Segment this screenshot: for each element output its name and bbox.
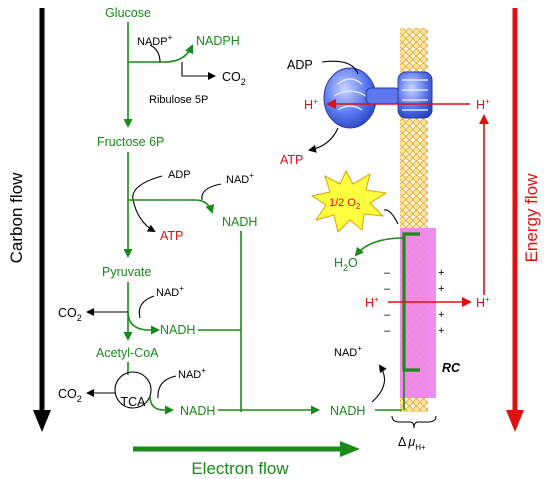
co2-label-1: CO2 bbox=[222, 70, 246, 87]
nadh-label-glycolysis: NADH bbox=[222, 215, 257, 229]
oxygen-burst-icon bbox=[310, 169, 388, 233]
svg-text:+: + bbox=[438, 325, 444, 337]
co2-label-2: CO2 bbox=[58, 306, 82, 323]
glycolysis-nadh-branch bbox=[128, 199, 215, 214]
charge-minus-column: – – – – bbox=[384, 267, 391, 337]
adp-to-atp-curve bbox=[132, 175, 163, 232]
energy-flow-label: Energy flow bbox=[522, 173, 541, 263]
glucose-label: Glucose bbox=[105, 6, 151, 20]
nad-output-curve bbox=[371, 364, 387, 403]
atp-label-glycolysis: ATP bbox=[160, 229, 183, 243]
svg-text:–: – bbox=[384, 309, 391, 321]
water-output-arrow bbox=[354, 237, 405, 257]
h-plus-pump-left: H+ bbox=[365, 295, 379, 310]
nad-label-pyruvate: NAD+ bbox=[156, 284, 184, 299]
electron-flow-arrow bbox=[133, 441, 360, 457]
atp-output-curve bbox=[308, 127, 339, 153]
svg-text:–: – bbox=[384, 267, 391, 279]
carbon-flow-label: Carbon flow bbox=[7, 172, 26, 263]
nadph-label: NADPH bbox=[196, 34, 240, 48]
nadh-label-rc: NADH bbox=[330, 404, 365, 418]
co2-label-3: CO2 bbox=[58, 387, 82, 404]
svg-text:+: + bbox=[438, 309, 444, 321]
svg-text:–: – bbox=[384, 325, 391, 337]
atp-label-synthase: ATP bbox=[280, 153, 303, 167]
adp-input-curve bbox=[321, 60, 359, 75]
tca-nadh-branch bbox=[149, 395, 174, 415]
rc-label: RC bbox=[442, 361, 461, 375]
nad-label-rc: NAD+ bbox=[334, 344, 362, 359]
svg-text:+: + bbox=[438, 283, 444, 295]
nad-input-curve-1 bbox=[201, 183, 222, 201]
nad-input-curve-2 bbox=[138, 295, 155, 319]
svg-text:+: + bbox=[438, 267, 444, 279]
h-plus-synthase-left: H+ bbox=[304, 97, 318, 112]
nadp-label: NADP+ bbox=[137, 33, 173, 48]
atp-synthase bbox=[323, 67, 433, 129]
nadph-branch-arrow bbox=[128, 44, 194, 63]
half-o2-label: 1/2 O2 bbox=[329, 197, 361, 211]
carbon-flow-arrow bbox=[33, 8, 51, 432]
o2-input-curve bbox=[383, 209, 399, 225]
adp-label-glycolysis: ADP bbox=[168, 169, 191, 181]
nad-label-glycolysis: NAD+ bbox=[226, 171, 254, 186]
h-plus-pump-right: H+ bbox=[476, 295, 490, 310]
tca-cycle-circle bbox=[114, 371, 152, 409]
charge-plus-column: + + + + bbox=[438, 267, 444, 337]
h2o-label: H2O bbox=[334, 256, 358, 273]
delta-mu-brace bbox=[391, 415, 437, 429]
nad-label-tca: NAD+ bbox=[178, 366, 206, 381]
adp-label-synthase: ADP bbox=[287, 58, 313, 72]
fructose-label: Fructose 6P bbox=[97, 135, 164, 149]
acetylcoa-label: Acetyl-CoA bbox=[96, 346, 159, 360]
energy-flow-arrow bbox=[506, 8, 524, 432]
nadp-input-curve bbox=[149, 44, 161, 63]
ribulose-label: Ribulose 5P bbox=[149, 94, 208, 106]
svg-text:–: – bbox=[384, 283, 391, 295]
pyruvate-nadh-branch bbox=[127, 311, 160, 335]
nadh-label-pyruvate: NADH bbox=[160, 323, 195, 337]
nadh-label-tca: NADH bbox=[180, 404, 215, 418]
nad-input-curve-3 bbox=[157, 375, 177, 399]
pyruvate-label: Pyruvate bbox=[102, 265, 151, 279]
electron-flow-label: Electron flow bbox=[191, 459, 289, 478]
h-plus-synthase-right: H+ bbox=[476, 97, 490, 112]
tca-label: TCA bbox=[121, 395, 147, 409]
